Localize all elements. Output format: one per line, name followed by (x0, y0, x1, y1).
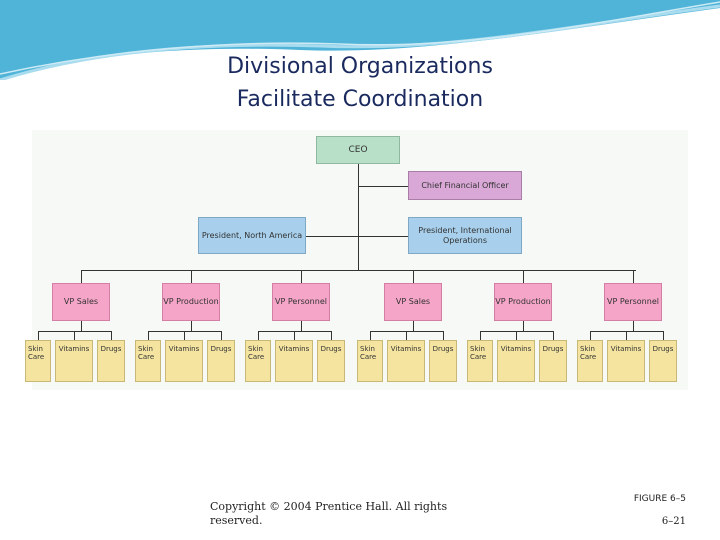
vp-to-products-line (191, 321, 192, 331)
product-drop-line (590, 331, 591, 340)
vp-box: VP Sales (52, 283, 110, 321)
product-drop-line (258, 331, 259, 340)
vp-box: VP Sales (384, 283, 442, 321)
product-box: Vitamins (497, 340, 535, 382)
product-drop-line (74, 331, 75, 340)
ceo-trunk-line (358, 164, 359, 270)
product-box: Skin Care (245, 340, 271, 382)
product-drop-line (480, 331, 481, 340)
vp-box: VP Personnel (272, 283, 330, 321)
product-box: Vitamins (275, 340, 313, 382)
product-drop-line (553, 331, 554, 340)
vp-box: VP Production (494, 283, 552, 321)
cfo-box: Chief Financial Officer (408, 171, 522, 200)
product-drop-line (516, 331, 517, 340)
vp-box: VP Production (162, 283, 220, 321)
product-box: Skin Care (25, 340, 51, 382)
page-number: 6–21 (662, 516, 686, 527)
president-international-box: President, International Operations (408, 217, 522, 254)
product-box: Skin Care (577, 340, 603, 382)
product-drop-line (370, 331, 371, 340)
product-drop-line (626, 331, 627, 340)
vp-drop-line (633, 270, 634, 283)
product-box: Vitamins (607, 340, 645, 382)
vp-drop-line (413, 270, 414, 283)
vp-drop-line (191, 270, 192, 283)
figure-label: FIGURE 6–5 (634, 494, 686, 504)
product-box: Vitamins (165, 340, 203, 382)
president-north-america-box: President, North America (198, 217, 306, 254)
vp-to-products-line (633, 321, 634, 331)
copyright-text: Copyright © 2004 Prentice Hall. All righ… (210, 500, 450, 528)
product-box: Drugs (539, 340, 567, 382)
vp-drop-line (81, 270, 82, 283)
product-drop-line (148, 331, 149, 340)
vp-drop-line (523, 270, 524, 283)
vp-to-products-line (413, 321, 414, 331)
product-box: Skin Care (467, 340, 493, 382)
vp-bar (82, 270, 636, 271)
product-drop-line (294, 331, 295, 340)
product-drop-line (111, 331, 112, 340)
product-drop-line (443, 331, 444, 340)
product-box: Drugs (649, 340, 677, 382)
vp-to-products-line (523, 321, 524, 331)
ceo-box: CEO (316, 136, 400, 164)
cfo-connector (358, 186, 408, 187)
vp-drop-line (301, 270, 302, 283)
product-drop-line (184, 331, 185, 340)
product-box: Drugs (207, 340, 235, 382)
product-box: Drugs (97, 340, 125, 382)
product-box: Drugs (429, 340, 457, 382)
product-drop-line (406, 331, 407, 340)
product-drop-line (663, 331, 664, 340)
product-box: Drugs (317, 340, 345, 382)
vp-box: VP Personnel (604, 283, 662, 321)
presidents-bar (306, 236, 408, 237)
product-box: Skin Care (135, 340, 161, 382)
product-box: Vitamins (55, 340, 93, 382)
product-drop-line (331, 331, 332, 340)
vp-to-products-line (81, 321, 82, 331)
vp-to-products-line (301, 321, 302, 331)
product-drop-line (221, 331, 222, 340)
product-box: Skin Care (357, 340, 383, 382)
product-drop-line (38, 331, 39, 340)
product-box: Vitamins (387, 340, 425, 382)
